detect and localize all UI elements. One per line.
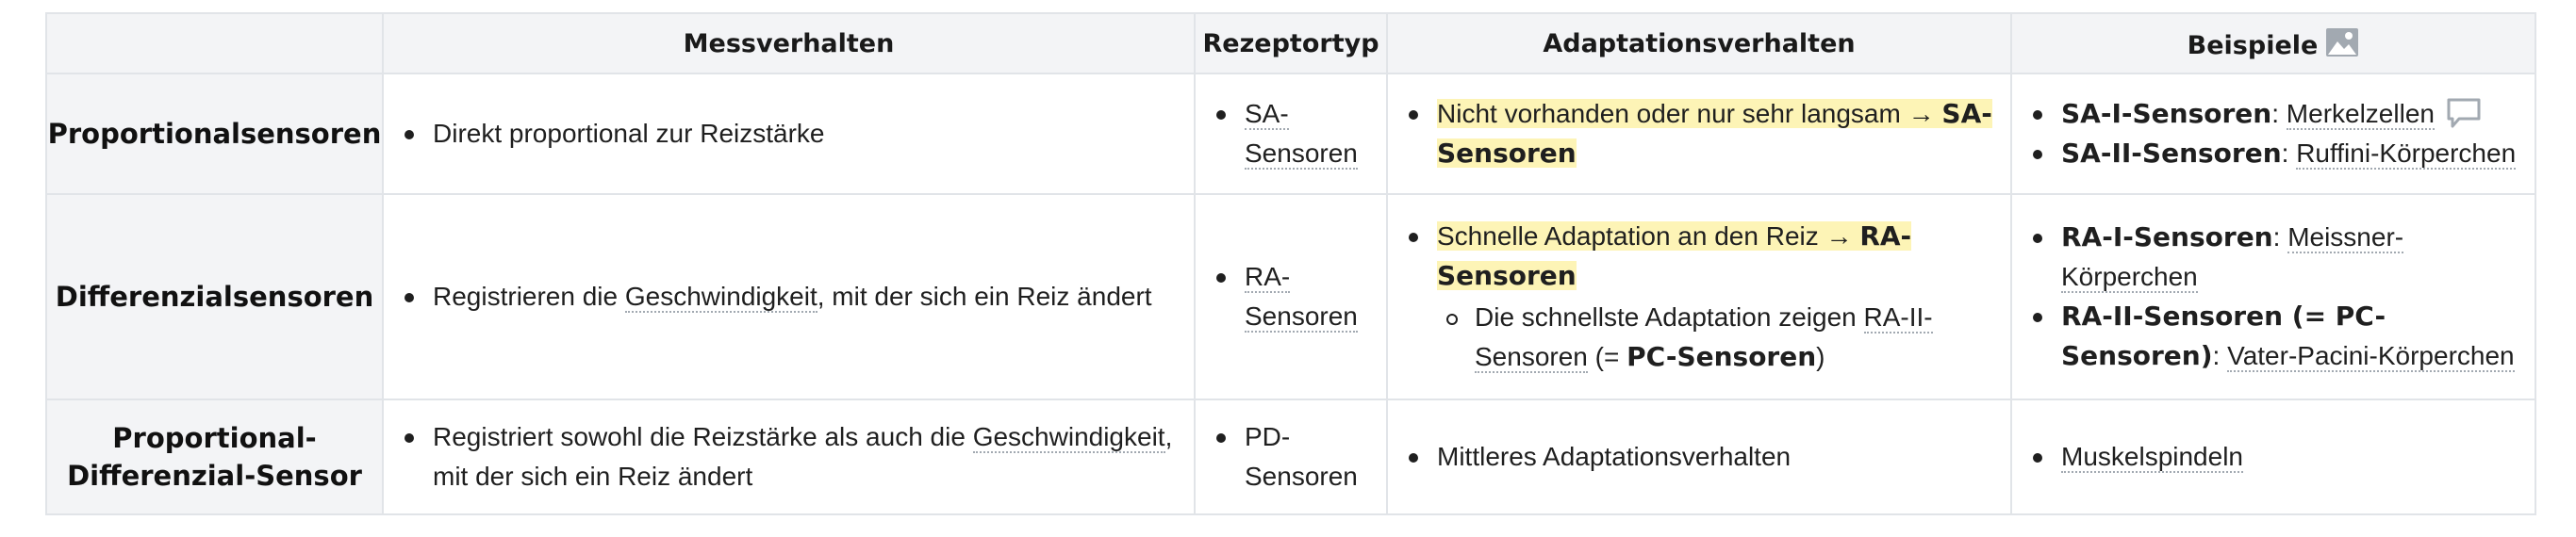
- cell-adaptation: Nicht vorhanden oder nur sehr langsam → …: [1386, 73, 2012, 195]
- example-term: RA-I-Sensoren: [2061, 221, 2273, 252]
- example-link[interactable]: Ruffini-Körperchen: [2296, 138, 2517, 170]
- ra-ii-link[interactable]: RA-II-Sensoren: [1475, 302, 1933, 373]
- rezeptor-link[interactable]: SA-Sensoren: [1245, 99, 1358, 170]
- cell-rezeptortyp: SA-Sensoren: [1194, 73, 1388, 195]
- list-item: Direkt proportional zur Reizstärke: [405, 114, 1179, 154]
- adapt-bold: RA-Sensoren: [1437, 220, 1912, 291]
- example-link[interactable]: Meissner-Körperchen: [2061, 222, 2404, 293]
- separator: :: [2212, 341, 2228, 370]
- sensor-table: Messverhalten Rezeptortyp Adaptationsver…: [45, 12, 2536, 515]
- list-item: Registrieren die Geschwindigkeit, mit de…: [405, 277, 1179, 317]
- highlighted-text: Schnelle Adaptation an den Reiz → RA-Sen…: [1437, 220, 1912, 291]
- example-link[interactable]: Vater-Pacini-Körperchen: [2227, 341, 2515, 372]
- geschwindigkeit-link[interactable]: Geschwindigkeit: [624, 282, 817, 313]
- adapt-text: Schnelle Adaptation an den Reiz →: [1437, 221, 1853, 251]
- example-term: RA-II-Sensoren (= PC-Sensoren): [2061, 301, 2386, 371]
- sub-list-item: Die schnellste Adaptation zeigen RA-II-S…: [1446, 298, 1980, 377]
- list-item: SA-II-Sensoren: Ruffini-Körperchen: [2033, 134, 2519, 173]
- cell-messverhalten: Registrieren die Geschwindigkeit, mit de…: [382, 193, 1196, 400]
- image-gallery-icon[interactable]: [2325, 27, 2359, 57]
- example-link[interactable]: Muskelspindeln: [2061, 442, 2243, 473]
- list-item: SA-I-Sensoren: Merkelzellen: [2033, 94, 2519, 134]
- table-row: Differenzialsensoren Registrieren die Ge…: [45, 193, 2536, 400]
- sub-text: Die schnellste Adaptation zeigen: [1475, 302, 1864, 332]
- mess-text: Registriert sowohl die Reizstärke als au…: [433, 422, 973, 451]
- adapt-text: Nicht vorhanden oder nur sehr langsam →: [1437, 99, 1935, 128]
- separator: :: [2271, 99, 2287, 128]
- list-item: PD-Sensoren: [1216, 417, 1371, 496]
- example-term: SA-II-Sensoren: [2061, 138, 2282, 169]
- row-label: Proportional-Differenzial-Sensor: [45, 399, 384, 515]
- separator: :: [2272, 222, 2288, 252]
- row-label: Proportionalsensoren: [45, 73, 384, 195]
- cell-beispiele: SA-I-Sensoren: Merkelzellen SA-II-Sensor…: [2010, 73, 2536, 195]
- cell-beispiele: Muskelspindeln: [2010, 399, 2536, 515]
- cell-adaptation: Schnelle Adaptation an den Reiz → RA-Sen…: [1386, 193, 2012, 400]
- mess-text: , mit der sich ein Reiz ändert: [433, 422, 1173, 491]
- cell-beispiele: RA-I-Sensoren: Meissner-Körperchen RA-II…: [2010, 193, 2536, 400]
- table-row: Proportional-Differenzial-Sensor Registr…: [45, 399, 2536, 515]
- header-beispiele-label: Beispiele: [2187, 30, 2319, 60]
- list-item: Registriert sowohl die Reizstärke als au…: [405, 417, 1179, 496]
- mess-text: Registrieren die: [433, 282, 625, 311]
- rezeptor-link[interactable]: RA-Sensoren: [1245, 262, 1358, 333]
- mess-text: , mit der sich ein Reiz ändert: [817, 282, 1152, 311]
- cell-messverhalten: Direkt proportional zur Reizstärke: [382, 73, 1196, 195]
- cell-rezeptortyp: RA-Sensoren: [1194, 193, 1388, 400]
- sub-text: (=: [1587, 342, 1627, 371]
- cell-messverhalten: Registriert sowohl die Reizstärke als au…: [382, 399, 1196, 515]
- header-adaptationsverhalten: Adaptationsverhalten: [1386, 12, 2012, 74]
- comment-icon[interactable]: [2446, 98, 2482, 128]
- cell-adaptation: Mittleres Adaptationsverhalten: [1386, 399, 2012, 515]
- list-item: RA-Sensoren: [1216, 257, 1371, 336]
- highlighted-text: Nicht vorhanden oder nur sehr langsam → …: [1437, 98, 1992, 169]
- table-row: Proportionalsensoren Direkt proportional…: [45, 73, 2536, 195]
- cell-rezeptortyp: PD-Sensoren: [1194, 399, 1388, 515]
- header-messverhalten: Messverhalten: [382, 12, 1196, 74]
- header-row: Messverhalten Rezeptortyp Adaptationsver…: [45, 12, 2536, 74]
- separator: :: [2281, 138, 2297, 168]
- list-item: Nicht vorhanden oder nur sehr langsam → …: [1409, 94, 1995, 173]
- geschwindigkeit-link[interactable]: Geschwindigkeit: [972, 422, 1165, 453]
- example-term: SA-I-Sensoren: [2061, 98, 2272, 129]
- list-item: RA-II-Sensoren (= PC-Sensoren): Vater-Pa…: [2033, 297, 2519, 376]
- list-item: Muskelspindeln: [2033, 437, 2519, 477]
- row-label: Differenzialsensoren: [45, 193, 384, 400]
- sub-text: ): [1816, 342, 1825, 371]
- header-rezeptortyp: Rezeptortyp: [1194, 12, 1388, 74]
- sub-bold: PC-Sensoren: [1627, 341, 1817, 372]
- adapt-bold: SA-Sensoren: [1437, 98, 1992, 169]
- example-link[interactable]: Merkelzellen: [2286, 99, 2435, 130]
- list-item: Schnelle Adaptation an den Reiz → RA-Sen…: [1409, 217, 1995, 377]
- list-item: SA-Sensoren: [1216, 94, 1371, 173]
- list-item: Mittleres Adaptationsverhalten: [1409, 437, 1995, 477]
- header-corner: [45, 12, 384, 74]
- list-item: RA-I-Sensoren: Meissner-Körperchen: [2033, 218, 2519, 297]
- header-beispiele: Beispiele: [2010, 12, 2536, 74]
